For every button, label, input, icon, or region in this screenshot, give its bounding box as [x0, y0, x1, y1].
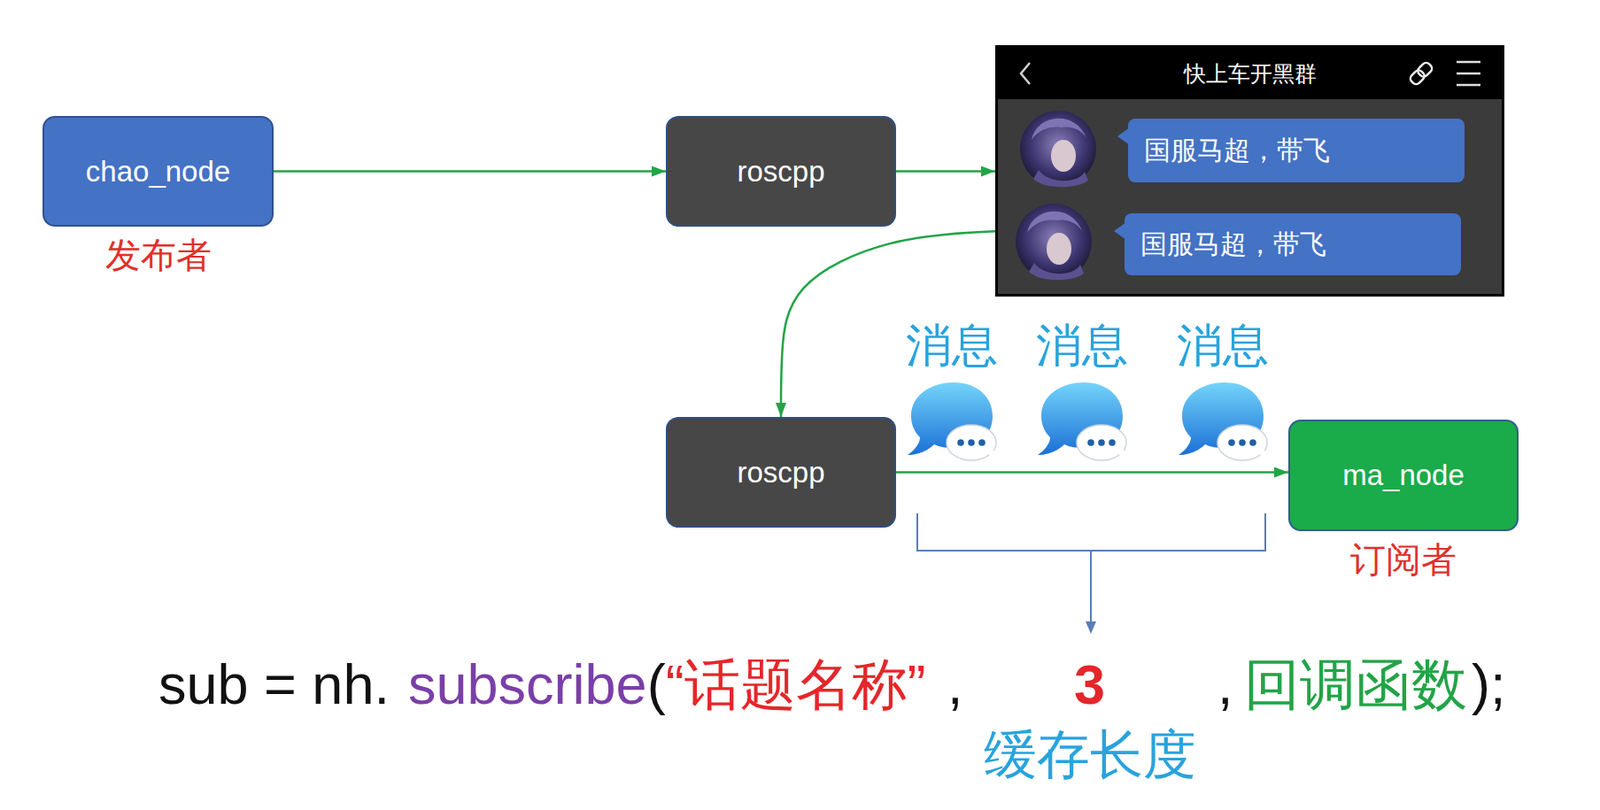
avatar [1020, 110, 1097, 187]
avatar [1015, 203, 1092, 280]
menu-icon [1456, 84, 1481, 87]
code-argument: 回调函数 [1244, 651, 1468, 719]
buffer-bracket [917, 513, 1266, 551]
message-icon [1037, 382, 1132, 463]
menu-icon [1456, 72, 1481, 76]
pointer-line [1089, 550, 1092, 624]
chat-title: 快上车开黑群 [997, 47, 1502, 100]
message-label: 消息 [1176, 317, 1269, 373]
code-text: , [947, 651, 964, 719]
role-label: 发布者 [105, 233, 212, 277]
subscriber-node: ma_node订阅者 [1288, 419, 1519, 532]
code-function: subscribe [408, 651, 648, 719]
title-bar [997, 47, 1502, 100]
role-label: 订阅者 [1350, 538, 1457, 581]
code-argument: “话题名称” [665, 651, 927, 719]
roscpp-box: roscpp [665, 115, 897, 227]
code-text: ); [1471, 651, 1506, 719]
message-text: 国服马超，带飞 [1143, 134, 1330, 167]
flow-arrow [273, 170, 666, 173]
chat-window: 快上车开黑群国服马超，带飞国服马超，带飞 [995, 45, 1505, 297]
chat-message: 国服马超，带飞 [1124, 213, 1461, 276]
message-icon [907, 382, 1002, 463]
code-text: sub = nh. [158, 651, 390, 719]
flow-arrow [896, 170, 996, 173]
code-text: ( [647, 651, 666, 719]
flow-arrow [896, 471, 1289, 474]
code-text: , [1217, 651, 1234, 719]
buffer-label: 缓存长度 [983, 723, 1197, 788]
menu-icon [1456, 61, 1481, 64]
message-icon [1178, 382, 1273, 463]
chat-message: 国服马超，带飞 [1128, 118, 1465, 183]
node-label: roscpp [736, 455, 825, 491]
message-label: 消息 [905, 317, 998, 373]
node-label: ma_node [1342, 457, 1465, 494]
roscpp-box: roscpp [665, 417, 897, 528]
code-argument: 3 [1074, 651, 1106, 719]
pointer-head [1085, 621, 1097, 634]
message-text: 国服马超，带飞 [1140, 228, 1327, 261]
node-label: chao_node [85, 154, 231, 190]
link-icon [1408, 61, 1434, 86]
node-label: roscpp [736, 154, 825, 190]
back-icon [1020, 62, 1030, 85]
publisher-node: chao_node发布者 [42, 115, 274, 227]
message-label: 消息 [1035, 317, 1129, 373]
